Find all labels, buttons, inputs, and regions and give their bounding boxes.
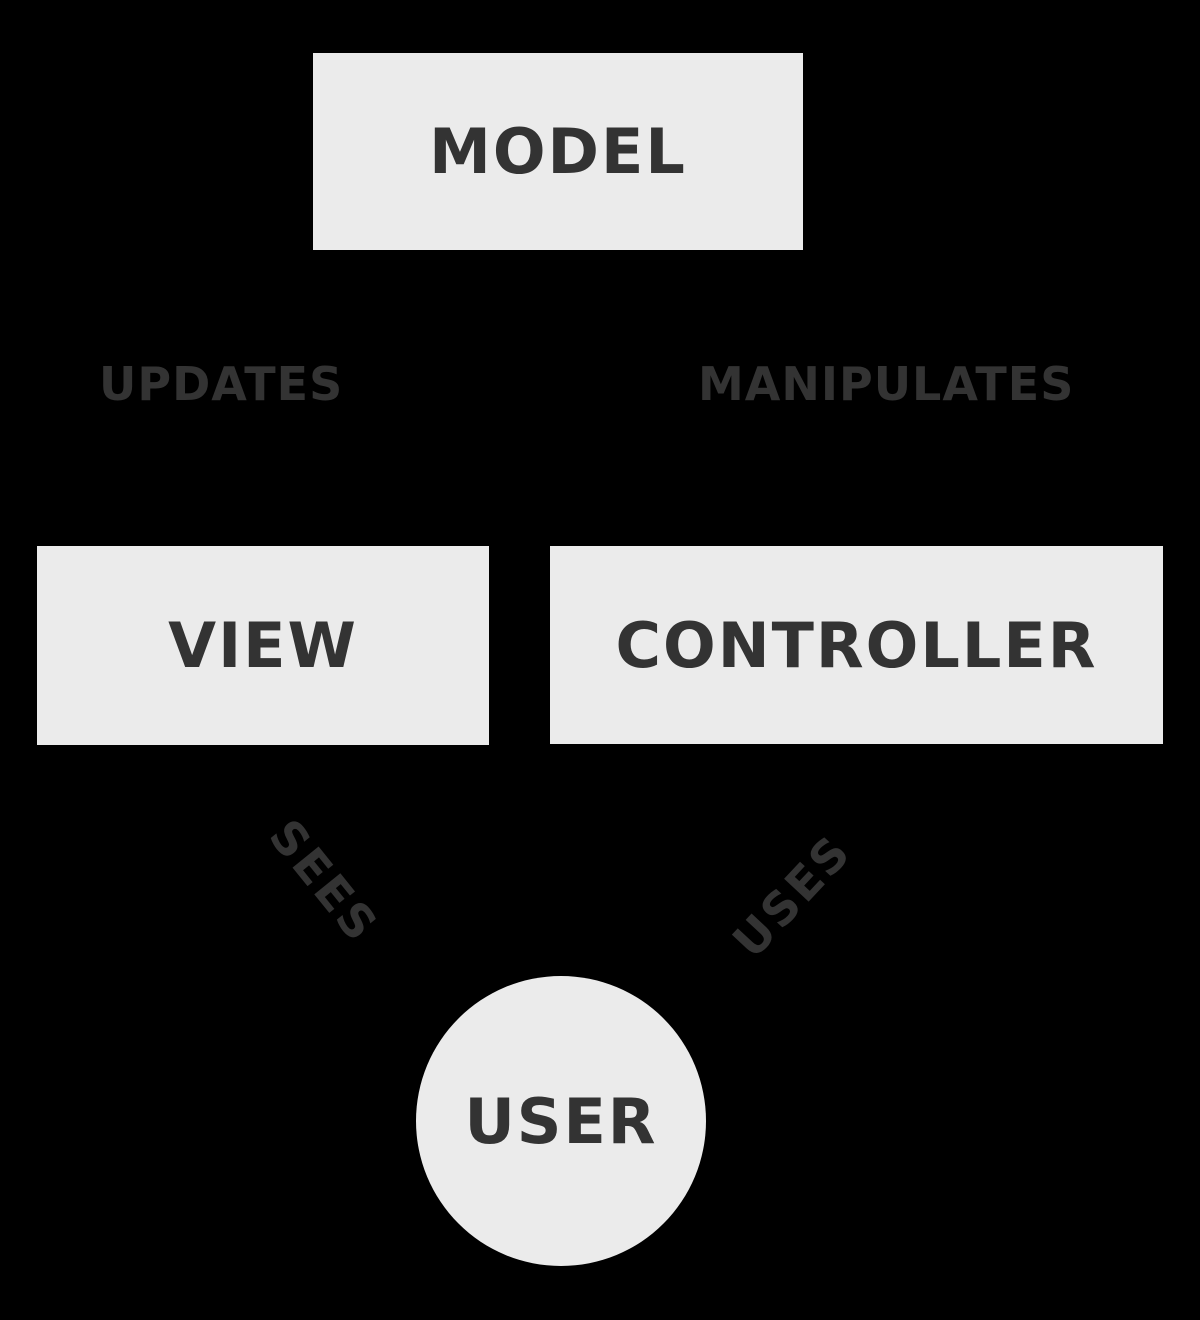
node-controller-label: CONTROLLER	[615, 608, 1098, 682]
edge-label-sees: SEES	[258, 809, 390, 953]
node-user: USER	[416, 976, 706, 1266]
node-model-label: MODEL	[429, 115, 687, 188]
node-controller: CONTROLLER	[550, 546, 1163, 744]
node-user-label: USER	[464, 1084, 658, 1158]
edge-label-uses: USES	[722, 823, 862, 969]
edge-label-updates: UPDATES	[99, 357, 344, 411]
node-view-label: VIEW	[168, 609, 358, 682]
node-model: MODEL	[313, 53, 803, 250]
node-view: VIEW	[37, 546, 489, 745]
edge-label-manipulates: MANIPULATES	[698, 357, 1075, 411]
